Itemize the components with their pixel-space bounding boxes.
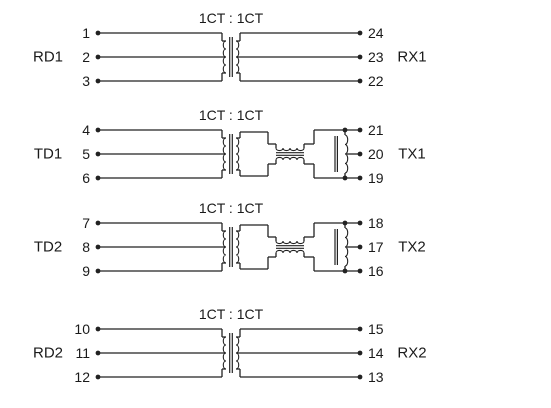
right-pin-number: 13 (368, 369, 384, 385)
junction-dot (342, 175, 348, 181)
choke-coil (275, 156, 305, 161)
secondary-coil (235, 230, 240, 264)
right-pin-number: 17 (368, 239, 384, 255)
turns-ratio-label: 1CT : 1CT (199, 306, 264, 322)
turns-ratio-label: 1CT : 1CT (199, 107, 264, 123)
left-channel-label: RD1 (33, 49, 63, 66)
right-pin-number: 19 (368, 170, 384, 186)
left-pin-number: 2 (82, 49, 90, 65)
left-pin-number: 5 (82, 146, 90, 162)
junction-dot (342, 220, 348, 226)
choke-coil (275, 147, 305, 152)
secondary-coil (235, 137, 240, 171)
turns-ratio-label: 1CT : 1CT (199, 200, 264, 216)
left-pin-number: 12 (74, 369, 90, 385)
output-coil (344, 227, 349, 267)
left-channel-label: TD1 (34, 146, 62, 163)
right-channel-label: TX2 (398, 239, 426, 256)
left-channel-label: RD2 (33, 345, 63, 362)
left-channel-label: TD2 (34, 239, 62, 256)
left-pin-number: 10 (74, 321, 90, 337)
output-coil (344, 134, 349, 174)
primary-coil (222, 230, 227, 264)
left-pin-number: 8 (82, 239, 90, 255)
choke-coil (275, 240, 305, 245)
left-pin-number: 7 (82, 215, 90, 231)
primary-coil (222, 40, 227, 74)
right-pin-number: 15 (368, 321, 384, 337)
right-channel-label: RX1 (397, 49, 426, 66)
primary-coil (222, 137, 227, 171)
right-pin-number: 24 (368, 25, 384, 41)
right-pin-number: 21 (368, 122, 384, 138)
right-pin-number: 18 (368, 215, 384, 231)
right-channel-label: TX1 (398, 146, 426, 163)
left-pin-number: 11 (75, 345, 90, 361)
channel-block-4: 1CT : 1CT RD2 RX2 10 11 12 15 14 13 (33, 306, 427, 385)
channel-block-3: 1CT : 1CT TD2 TX2 7 8 9 18 17 16 (34, 200, 426, 279)
right-pin-number: 14 (368, 345, 384, 361)
channel-block-2: 1CT : 1CT TD1 TX1 4 5 6 21 20 19 (34, 107, 426, 186)
right-channel-label: RX2 (397, 345, 426, 362)
turns-ratio-label: 1CT : 1CT (199, 10, 264, 26)
right-pin-number: 22 (368, 73, 384, 89)
left-pin-number: 9 (82, 263, 90, 279)
junction-dot (342, 268, 348, 274)
junction-dot (342, 127, 348, 133)
right-pin-number: 16 (368, 263, 384, 279)
left-pin-number: 1 (82, 25, 90, 41)
right-pin-number: 20 (368, 146, 384, 162)
primary-coil (222, 336, 227, 370)
left-pin-number: 4 (82, 122, 90, 138)
left-pin-number: 3 (82, 73, 90, 89)
left-pin-number: 6 (82, 170, 90, 186)
right-pin-number: 23 (368, 49, 384, 65)
choke-coil (275, 249, 305, 254)
